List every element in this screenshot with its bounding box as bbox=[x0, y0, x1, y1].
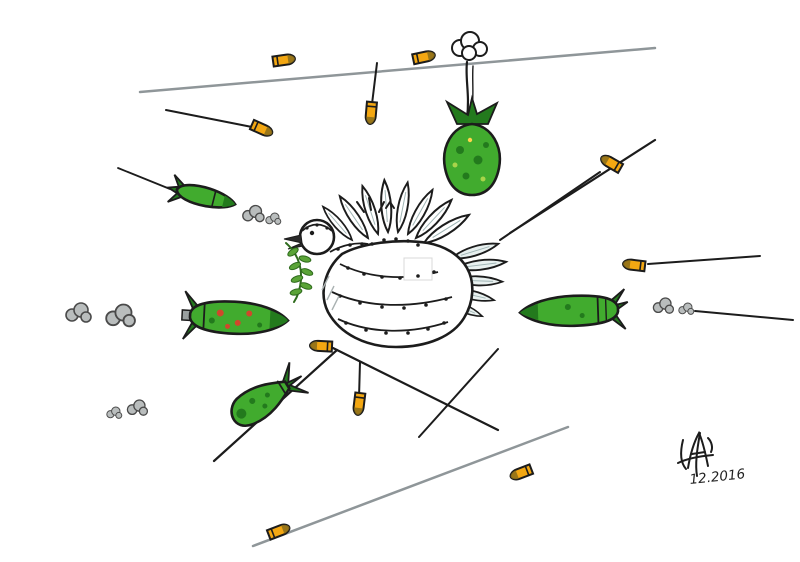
small-missile-left bbox=[165, 174, 237, 209]
smoke-puff bbox=[126, 399, 149, 416]
impact-marks bbox=[356, 197, 395, 213]
bomb-body bbox=[442, 122, 502, 197]
dove-body bbox=[322, 239, 474, 349]
smoke-puff bbox=[678, 302, 695, 315]
smoke-puff bbox=[105, 303, 136, 328]
signature-date: 12.2016 bbox=[689, 466, 746, 488]
dove-wing-feathers bbox=[319, 178, 473, 249]
rivets bbox=[336, 237, 448, 335]
smoke-puff bbox=[242, 204, 265, 223]
trajectory-line bbox=[138, 46, 657, 94]
white-smoke-puff bbox=[451, 31, 488, 61]
large-missile-left bbox=[181, 290, 290, 340]
artist-monogram bbox=[677, 430, 714, 477]
bullet bbox=[271, 52, 297, 68]
body-shading bbox=[321, 275, 340, 311]
trajectory-line bbox=[418, 348, 499, 438]
trajectory-line bbox=[165, 109, 253, 128]
bomb-fins bbox=[444, 94, 499, 125]
trajectory-line bbox=[694, 310, 794, 321]
trajectory-line bbox=[331, 346, 500, 432]
bullet bbox=[265, 521, 293, 541]
trajectory-line bbox=[251, 425, 570, 548]
armor-patch bbox=[403, 257, 433, 281]
smoke-puff bbox=[652, 297, 675, 314]
diagonal-bomb bbox=[230, 362, 309, 428]
trajectory-line bbox=[371, 62, 378, 105]
dove-beak-upper bbox=[283, 234, 303, 244]
smoke-puff bbox=[106, 406, 123, 419]
bullet bbox=[507, 463, 535, 483]
bullet bbox=[621, 257, 647, 273]
trajectory-line bbox=[117, 167, 171, 190]
trajectory-line bbox=[499, 171, 601, 241]
bullet bbox=[411, 48, 437, 66]
smoke-puff bbox=[265, 212, 282, 225]
missile-right bbox=[518, 288, 629, 330]
bullet bbox=[351, 391, 367, 417]
trajectory-lines bbox=[117, 46, 794, 548]
bullet bbox=[364, 100, 378, 126]
bullet bbox=[597, 152, 625, 174]
dove-armor-plates bbox=[321, 237, 453, 335]
bomb-string bbox=[465, 60, 470, 120]
smoke-puff bbox=[65, 302, 92, 323]
bullet bbox=[308, 339, 334, 353]
signature: 12.2016 bbox=[677, 430, 746, 488]
dove-eye bbox=[309, 230, 315, 236]
bullet bbox=[248, 118, 276, 140]
trajectory-line bbox=[647, 255, 761, 265]
olive-branch bbox=[285, 242, 314, 303]
armored-dove bbox=[283, 178, 508, 349]
hanging-round-bomb bbox=[442, 31, 502, 197]
